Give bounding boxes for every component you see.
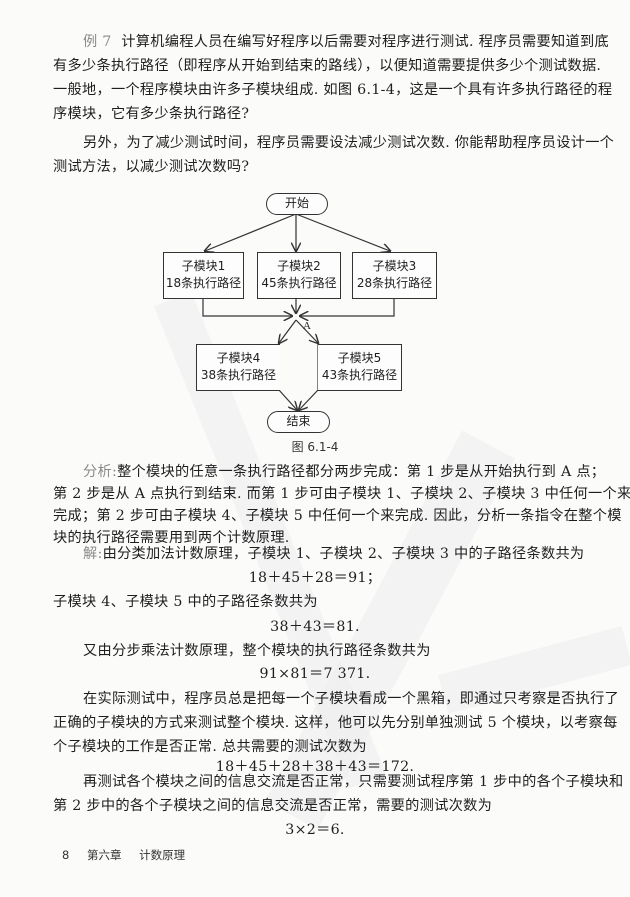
solution-label: 解:: [83, 546, 103, 562]
submodule-2-name: 子模块2: [277, 259, 321, 273]
paragraph-2-line-2: 正确的子模块的方式来测试整个模块. 这样，他可以先分别单独测试 5 个模块，以考…: [53, 715, 618, 731]
submodule-4: 子模块4 38条执行路径: [196, 344, 280, 391]
paragraph-2-line-3: 个子模块的工作是否正常. 总共需要的测试次数为: [53, 739, 367, 755]
submodule-2: 子模块2 45条执行路径: [257, 252, 341, 299]
chapter-number: 第六章: [86, 848, 122, 862]
analysis-label: 分析:: [83, 464, 118, 480]
example-line-4: 序模块，它有多少条执行路径?: [53, 106, 250, 122]
figure-caption: 图 6.1-4: [291, 440, 339, 454]
analysis-line-4: 块的执行路径需要用到两个计数原理.: [53, 530, 290, 546]
solution-line-2: 子模块 4、子模块 5 中的子路径条数共为: [53, 594, 318, 610]
equation-2: 38＋43＝81.: [270, 619, 360, 635]
submodule-5-paths: 43条执行路径: [321, 368, 398, 382]
submodule-1-paths: 18条执行路径: [165, 276, 242, 290]
paragraph-3-line-1: 再测试各个模块之间的信息交流是否正常，只需要测试程序第 1 步中的各个子模块和: [83, 774, 624, 790]
submodule-4-name: 子模块4: [216, 351, 261, 365]
paragraph-2-line-1: 在实际测试中，程序员总是把每一个子模块看成一个黑箱，即通过只考察是否执行了: [83, 691, 620, 707]
page-number: 8: [62, 848, 70, 862]
submodule-4-paths: 38条执行路径: [200, 368, 277, 382]
example-line-3: 一般地，一个程序模块由许多子模块组成. 如图 6.1-4，这是一个具有许多执行路…: [53, 82, 613, 98]
submodule-3: 子模块3 28条执行路径: [352, 252, 437, 299]
example-line-6: 测试方法，以减少测试次数吗?: [53, 159, 250, 175]
end-node: 结束: [267, 411, 330, 433]
node-a-label: A: [303, 320, 311, 332]
paragraph-3-line-2: 第 2 步中的各个子模块之间的信息交流是否正常，需要的测试次数为: [53, 798, 493, 814]
submodule-5-name: 子模块5: [337, 351, 382, 365]
submodule-3-paths: 28条执行路径: [356, 276, 433, 290]
page-footer: 8 第六章 计数原理: [62, 847, 199, 863]
example-line-1: 例 7 计算机编程人员在编写好程序以后需要对程序进行测试. 程序员需要知道到底: [83, 34, 609, 50]
equation-4: 18＋45＋28＋38＋43＝172.: [215, 759, 415, 775]
analysis-line-3: 完成；第 2 步可由子模块 4、子模块 5 中任何一个来完成. 因此，分析一条指…: [53, 508, 622, 524]
equation-3: 91×81＝7 371.: [259, 666, 371, 682]
analysis-line-2: 第 2 步是从 A 点执行到结束. 而第 1 步可由子模块 1、子模块 2、子模…: [53, 486, 630, 502]
analysis-line-1: 分析:整个模块的任意一条执行路径都分两步完成：第 1 步是从开始执行到 A 点；: [83, 464, 606, 480]
equation-1: 18＋45＋28＝91；: [248, 570, 382, 586]
chapter-title: 计数原理: [139, 848, 186, 862]
submodule-2-paths: 45条执行路径: [261, 276, 337, 290]
solution-line-1: 解:由分类加法计数原理，子模块 1、子模块 2、子模块 3 中的子路径条数共为: [83, 546, 585, 562]
equation-5: 3×2＝6.: [285, 822, 345, 838]
example-line-5: 另外，为了减少测试时间，程序员需要设法减少测试次数. 你能帮助程序员设计一个: [83, 135, 615, 151]
submodule-5: 子模块5 43条执行路径: [318, 344, 402, 391]
submodule-1-name: 子模块1: [181, 259, 226, 273]
flowchart-connectors: [0, 213, 395, 460]
example-label: 例 7: [83, 34, 112, 50]
submodule-1: 子模块1 18条执行路径: [163, 252, 244, 299]
submodule-3-name: 子模块3: [372, 259, 417, 273]
example-line-2: 有多少条执行路径（即程序从开始到结束的路线），以便知道需要提供多少个测试数据.: [53, 58, 602, 74]
solution-line-3: 又由分步乘法计数原理，整个模块的执行路径条数共为: [83, 643, 431, 659]
start-node: 开始: [266, 193, 328, 215]
